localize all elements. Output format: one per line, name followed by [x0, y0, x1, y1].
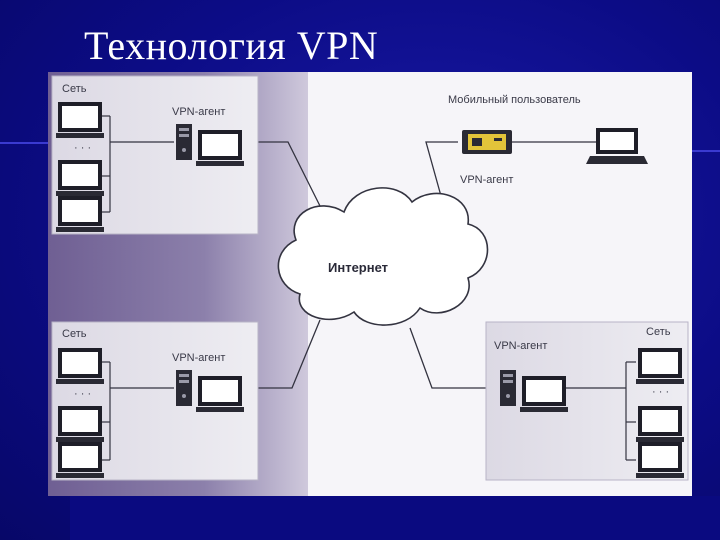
- ellipsis: · · ·: [74, 388, 92, 400]
- vpn-agent-label: VPN-агент: [460, 174, 514, 186]
- vpn-agent-label: VPN-агент: [494, 340, 548, 352]
- vpn-agent-tower: [176, 370, 192, 406]
- vpn-agent-label: VPN-агент: [172, 352, 226, 364]
- mobile-user: [462, 128, 648, 164]
- vpn-agent-tower: [500, 370, 516, 406]
- ellipsis: · · ·: [652, 386, 670, 398]
- decorative-rule-right: [692, 150, 720, 152]
- network-label: Сеть: [62, 83, 87, 95]
- network-box-bottom-right: [485, 321, 689, 481]
- vpn-diagram: Сеть VPN-агент · · · Сеть VPN-агент · · …: [48, 72, 692, 496]
- network-label: Сеть: [62, 328, 87, 340]
- internet-cloud: [277, 187, 489, 326]
- network-label: Сеть: [646, 326, 671, 338]
- vpn-agent-tower: [176, 124, 192, 160]
- vpn-agent-label: VPN-агент: [172, 106, 226, 118]
- cloud-label: Интернет: [328, 260, 389, 275]
- bottom-band: [70, 496, 720, 540]
- ellipsis: · · ·: [74, 142, 92, 154]
- diagram-canvas: [48, 72, 689, 496]
- network-box-top-left: [51, 75, 259, 235]
- decorative-rule-left: [0, 142, 56, 144]
- mobile-user-label: Мобильный пользователь: [448, 94, 581, 106]
- laptop-icon: [586, 128, 648, 164]
- connection-lines: [248, 141, 488, 389]
- slide-title: Технология VPN: [84, 23, 379, 68]
- network-box-bottom-left: [51, 321, 259, 481]
- vpn-agent-card: [462, 130, 512, 154]
